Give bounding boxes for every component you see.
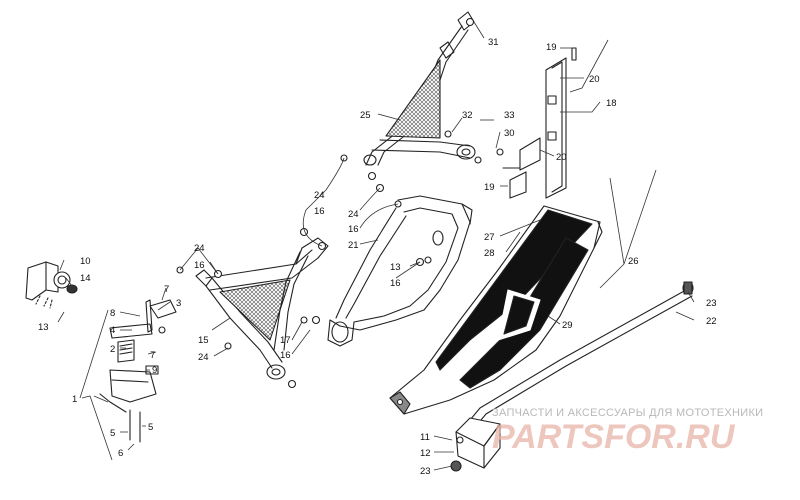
latch-assembly xyxy=(99,299,177,443)
lower-bracket xyxy=(450,417,501,472)
callout-17: 17 xyxy=(280,335,291,346)
leader-lines xyxy=(57,21,695,471)
callout-13: 13 xyxy=(390,262,401,273)
callout-13: 13 xyxy=(38,322,49,333)
callout-24: 24 xyxy=(348,209,359,220)
upper-mesh-frame xyxy=(363,11,476,166)
callout-28: 28 xyxy=(484,248,495,259)
lower-mesh-frame xyxy=(195,237,329,380)
hinge-bracket xyxy=(25,261,78,309)
callout-7: 7 xyxy=(150,350,155,361)
callout-19: 19 xyxy=(546,42,557,53)
callout-27: 27 xyxy=(484,232,495,243)
callout-7: 7 xyxy=(164,284,169,295)
side-plate-assembly xyxy=(502,47,577,199)
callout-10: 10 xyxy=(80,256,91,267)
callout-24: 24 xyxy=(198,352,209,363)
watermark-brand: PARTSFOR.RU xyxy=(492,418,736,456)
callout-25: 25 xyxy=(360,110,371,121)
callout-21: 21 xyxy=(348,240,359,251)
callout-6: 6 xyxy=(118,448,123,459)
side-panel-graphic xyxy=(389,205,603,415)
callout-16: 16 xyxy=(194,260,205,271)
callout-30: 30 xyxy=(504,128,515,139)
callout-20: 20 xyxy=(589,74,600,85)
callout-12: 12 xyxy=(420,448,431,459)
callout-9: 9 xyxy=(152,365,157,376)
callout-22: 22 xyxy=(706,316,717,327)
callout-33: 33 xyxy=(504,110,515,121)
callout-16: 16 xyxy=(390,278,401,289)
callout-16: 16 xyxy=(280,350,291,361)
callout-24: 24 xyxy=(194,243,205,254)
middle-frame xyxy=(327,195,473,347)
callout-5: 5 xyxy=(110,428,115,439)
callout-8: 8 xyxy=(110,308,115,319)
callout-32: 32 xyxy=(462,110,473,121)
callout-1: 1 xyxy=(72,394,77,405)
callout-19: 19 xyxy=(484,182,495,193)
watermark-tagline: ЗАПЧАСТИ И АКСЕССУАРЫ ДЛЯ МОТОТЕХНИКИ xyxy=(492,407,763,419)
callout-14: 14 xyxy=(80,273,91,284)
callout-29: 29 xyxy=(562,320,573,331)
callout-20: 20 xyxy=(556,152,567,163)
callout-23: 23 xyxy=(420,466,431,477)
callout-26: 26 xyxy=(628,256,639,267)
callout-11: 11 xyxy=(420,432,430,443)
callout-labels: 31 19 20 18 25 32 33 30 20 19 24 16 24 1… xyxy=(38,37,717,477)
callout-2: 2 xyxy=(110,344,115,355)
callout-18: 18 xyxy=(606,98,617,109)
callout-15: 15 xyxy=(198,335,209,346)
callout-4: 4 xyxy=(110,325,115,336)
callout-24: 24 xyxy=(314,190,325,201)
watermark: ЗАПЧАСТИ И АКСЕССУАРЫ ДЛЯ МОТОТЕХНИКИ PA… xyxy=(492,407,763,456)
callout-16: 16 xyxy=(314,206,325,217)
callout-23: 23 xyxy=(706,298,717,309)
callout-31: 31 xyxy=(488,37,499,48)
callout-16: 16 xyxy=(348,224,359,235)
callout-5: 5 xyxy=(148,422,153,433)
callout-3: 3 xyxy=(176,298,181,309)
